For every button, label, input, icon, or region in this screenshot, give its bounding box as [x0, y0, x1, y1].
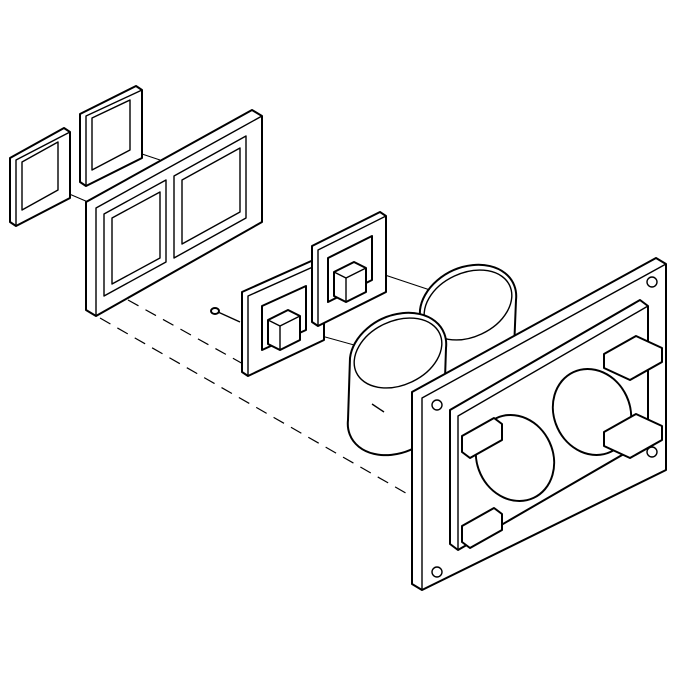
frame-opening-left	[103, 179, 167, 297]
screw	[210, 307, 241, 323]
frame-opening-right	[173, 135, 247, 259]
clip	[603, 335, 663, 381]
socket-mechanism-left	[241, 257, 325, 377]
dashed-guide-line	[127, 299, 246, 366]
mounting-hole	[646, 446, 658, 458]
cover-frame-small-right	[79, 85, 143, 187]
clip	[461, 507, 503, 549]
mounting-hole	[431, 399, 443, 411]
mounting-hole	[431, 566, 443, 578]
mounting-hole	[646, 276, 658, 288]
socket-mechanism-right	[311, 211, 387, 327]
cover-frame-double	[85, 109, 263, 317]
mounting-plate	[411, 257, 667, 591]
clip	[461, 417, 503, 459]
dashed-guide-line	[99, 317, 419, 501]
clip	[603, 413, 663, 459]
cover-frame-small-left	[9, 127, 71, 227]
